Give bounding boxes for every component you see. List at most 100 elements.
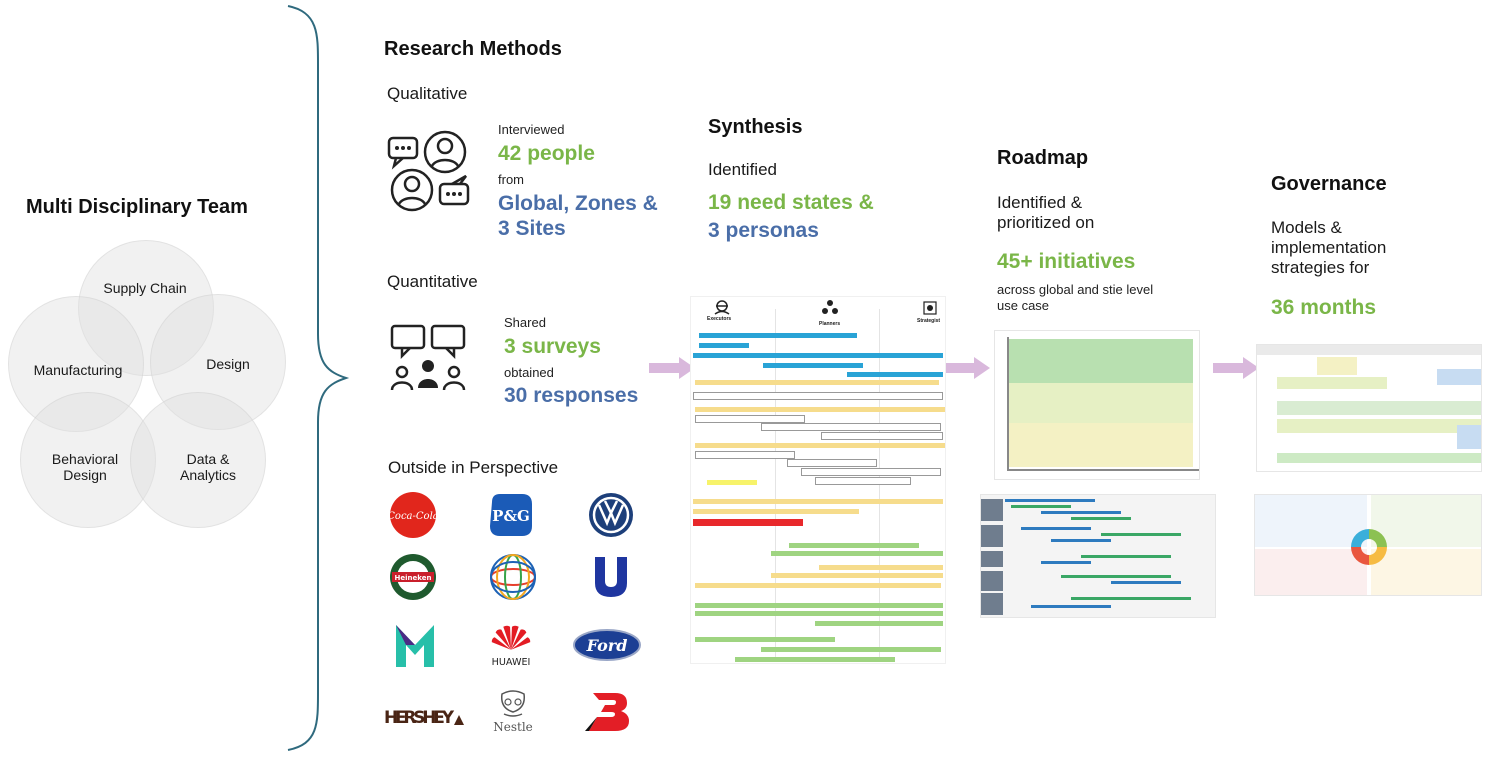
gantt-bar: [1051, 539, 1111, 542]
gov-cycle-icon: [1351, 529, 1387, 565]
governance-solutions-thumbnail: [1254, 494, 1482, 596]
venn-label-design: Design: [206, 356, 250, 372]
gov-table-header: [1257, 345, 1481, 355]
need-bar: [695, 451, 795, 459]
qual-line1: Interviewed: [498, 122, 565, 137]
need-bar: [815, 477, 911, 485]
matrix-quadrant-yellow: [1009, 423, 1193, 467]
gantt-row-label: [981, 499, 1003, 521]
quant-line2: obtained: [504, 365, 554, 380]
gov-panel-kickstart: [1371, 495, 1481, 547]
logo-ford-text: Ford: [586, 636, 628, 655]
gantt-bar: [1021, 527, 1091, 530]
persona-strategist: Strategist: [917, 318, 941, 324]
need-bar: [761, 647, 941, 652]
gantt-bar: [1011, 505, 1071, 508]
need-bar: [771, 573, 943, 578]
need-bar: [695, 603, 943, 608]
gov-cell: [1277, 453, 1481, 463]
gov-cell: [1457, 425, 1481, 449]
need-bar: [789, 543, 919, 548]
logo-coca-cola: Coca-Cola: [388, 490, 438, 540]
logo-huawei: HUAWEI: [486, 620, 536, 670]
roadmap-title: Roadmap: [997, 147, 1089, 169]
need-bar: [695, 407, 945, 412]
synthesis-sub: Identified: [708, 160, 777, 179]
gov-cell: [1277, 401, 1481, 415]
gov-panel-explore: [1371, 549, 1481, 595]
gantt-bar: [1061, 575, 1171, 578]
outside-label: Outside in Perspective: [388, 458, 559, 477]
logo-unilever: [586, 552, 636, 602]
need-bar: [693, 392, 943, 400]
qualitative-label: Qualitative: [387, 84, 468, 103]
gantt-bar: [1041, 511, 1121, 514]
need-bar: [693, 499, 943, 504]
logo-pg: P&G: [486, 490, 536, 540]
need-bar: [771, 551, 943, 556]
matrix-quadrant-green: [1009, 339, 1193, 383]
need-bar: [695, 637, 835, 642]
roadmap-highlight: 45+ initiatives: [997, 250, 1136, 273]
gov-cell: [1277, 419, 1481, 433]
need-bar: [693, 519, 803, 526]
quant-highlight1: 3 surveys: [504, 335, 601, 358]
gantt-bar: [1031, 605, 1111, 608]
synthesis-highlight1: 19 need states &: [708, 191, 874, 214]
gantt-bar: [1071, 517, 1131, 520]
gov-cell: [1277, 377, 1387, 389]
qual-highlight2: Global, Zones & 3 Sites: [498, 192, 658, 240]
arrow-to-governance: [1213, 357, 1259, 379]
need-bar: [761, 423, 941, 431]
gov-cell: [1437, 369, 1481, 385]
gantt-row-label: [981, 593, 1003, 615]
logo-nestle-text: Nestle: [493, 720, 533, 734]
need-bar: [815, 621, 943, 626]
gov-cell: [1317, 357, 1357, 375]
need-bar: [695, 583, 941, 588]
logo-hershey-text: HERSHEY: [384, 708, 455, 728]
logo-pg-text: P&G: [492, 507, 530, 525]
need-bar: [787, 459, 877, 467]
logo-volkswagen: [586, 490, 636, 540]
matrix-axis-x: [1007, 469, 1199, 471]
roadmap-matrix-thumbnail: [994, 330, 1200, 480]
gantt-row-label: [981, 551, 1003, 567]
roadmap-sub: Identified & prioritized on: [997, 193, 1095, 232]
quant-line1: Shared: [504, 315, 546, 330]
synthesis-thumbnail: Executors Planners Strategist: [690, 296, 946, 664]
need-bar: [699, 333, 857, 338]
governance-title: Governance: [1271, 173, 1387, 195]
synthesis-title: Synthesis: [708, 116, 803, 138]
qual-line2: from: [498, 172, 524, 187]
logo-ford: Ford: [572, 620, 642, 670]
need-bar: [693, 509, 859, 514]
need-bar: [695, 443, 945, 448]
gantt-bar: [1071, 597, 1191, 600]
persona-executors: Executors: [707, 316, 732, 322]
logo-bridgestone: [584, 686, 634, 736]
synthesis-highlight2: 3 personas: [708, 219, 819, 242]
synthesis-divider-1: [775, 309, 776, 659]
need-bar: [695, 415, 805, 423]
qual-highlight1: 42 people: [498, 142, 595, 165]
gov-panel-continue: [1255, 495, 1367, 547]
logo-pepsico: [488, 552, 538, 602]
matrix-axis-y: [1007, 337, 1009, 471]
venn-circle-data: [130, 392, 266, 528]
logo-heineken-text: Heineken: [395, 574, 432, 582]
gov-panel-phase-out: [1255, 549, 1367, 595]
logo-nestle: Nestle: [488, 686, 538, 736]
gantt-row-label: [981, 571, 1003, 591]
venn-label-supply-chain: Supply Chain: [103, 280, 187, 296]
governance-sub: Models & implementation strategies for: [1271, 218, 1387, 277]
need-bar: [847, 372, 943, 377]
need-bar: [735, 657, 895, 662]
need-bar: [699, 343, 749, 348]
need-bar: [693, 353, 943, 358]
survey-group-icon: [390, 324, 466, 391]
quant-highlight2: 30 responses: [504, 384, 639, 407]
interview-people-icon: [387, 130, 470, 212]
governance-table-thumbnail: [1256, 344, 1482, 472]
team-title: Multi Disciplinary Team: [26, 196, 248, 218]
